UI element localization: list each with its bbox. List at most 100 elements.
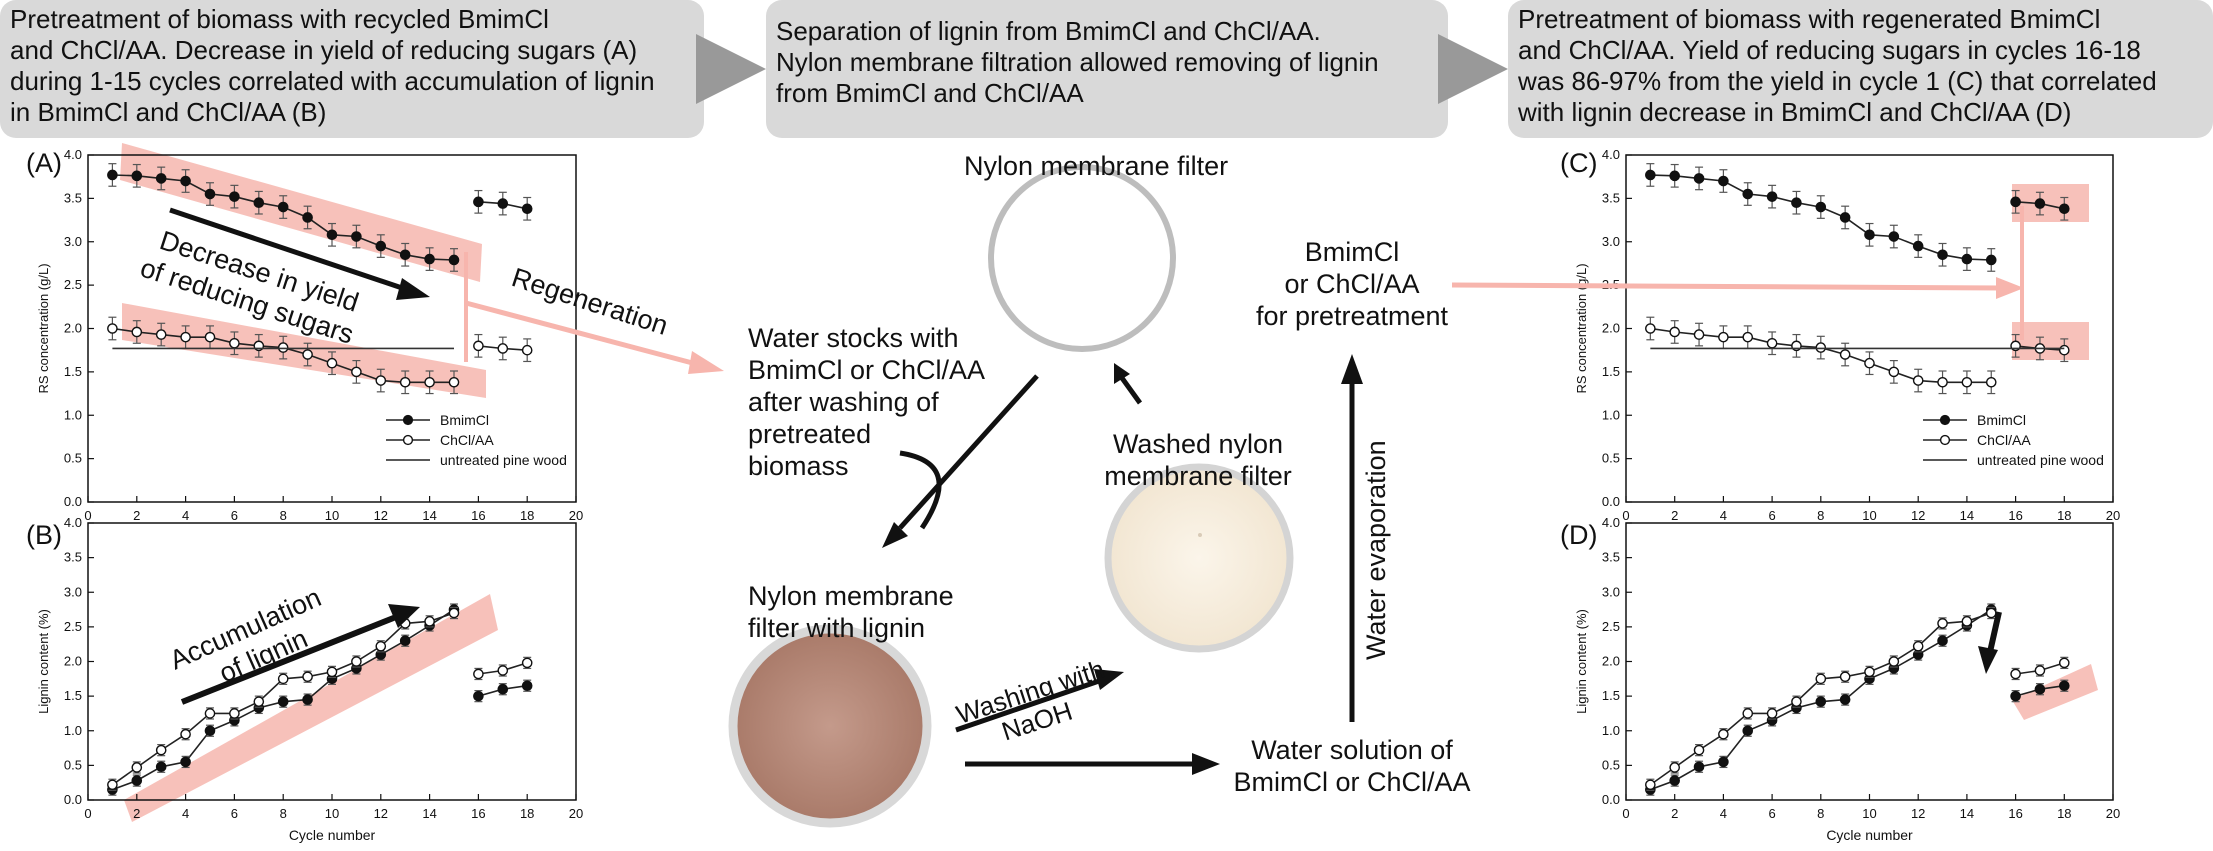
y-axis-label: RS concentration (g/L) xyxy=(1574,263,1589,393)
data-point-chcl-aa xyxy=(1742,331,1754,343)
x-tick-label: 16 xyxy=(471,806,485,821)
x-tick-label: 10 xyxy=(1862,806,1876,821)
x-tick-label: 18 xyxy=(2057,508,2071,523)
x-tick-label: 16 xyxy=(2008,508,2022,523)
box-line: Pretreatment of biomass with recycled Bm… xyxy=(10,4,549,34)
y-tick-label: 0.0 xyxy=(1602,494,1620,509)
data-point-bmimcl xyxy=(1864,229,1875,241)
y-tick-label: 2.5 xyxy=(64,277,82,292)
x-tick-label: 4 xyxy=(1720,806,1727,821)
data-point-chcl-aa xyxy=(1766,337,1778,349)
data-point-bmimcl xyxy=(180,175,191,187)
y-tick-label: 1.0 xyxy=(64,723,82,738)
data-point-bmimcl xyxy=(521,680,533,692)
bmimcl-pretreat-line: for pretreatment xyxy=(1255,301,1449,331)
x-tick-label: 20 xyxy=(569,806,583,821)
legend-marker xyxy=(402,414,414,426)
x-tick-label: 12 xyxy=(1911,508,1925,523)
data-point-chcl-aa xyxy=(1815,342,1827,353)
data-point-chcl-aa xyxy=(473,668,484,680)
plot-frame xyxy=(87,522,577,801)
data-point-chcl-aa xyxy=(180,728,191,740)
data-point-chcl-aa xyxy=(107,323,118,334)
x-tick-label: 18 xyxy=(2057,806,2071,821)
filter-lignin-line: Nylon membrane xyxy=(748,581,954,611)
data-point-bmimcl xyxy=(1791,197,1802,209)
data-point-chcl-aa xyxy=(1912,375,1924,386)
washed-filter-line: Washed nylon xyxy=(1112,429,1284,459)
highlight-c-chcl xyxy=(2012,322,2089,360)
data-point-bmimcl xyxy=(473,196,484,208)
box-line: from BmimCl and ChCl/AA xyxy=(776,78,1084,108)
data-point-bmimcl xyxy=(2034,683,2046,695)
data-point-bmimcl xyxy=(1961,253,1973,265)
data-point-bmimcl xyxy=(180,756,191,768)
data-point-chcl-aa xyxy=(253,696,265,707)
data-point-chcl-aa xyxy=(1864,357,1875,369)
legend-label: ChCl/AA xyxy=(1977,432,2031,448)
data-point-bmimcl xyxy=(375,240,387,252)
box-line: in BmimCl and ChCl/AA (B) xyxy=(10,97,327,127)
data-point-bmimcl xyxy=(1839,212,1851,223)
data-point-chcl-aa xyxy=(155,744,167,756)
panel-label-b: (B) xyxy=(26,520,62,550)
y-tick-label: 1.0 xyxy=(1602,407,1620,422)
water-stocks-label: Water stocks with BmimCl or ChCl/AA afte… xyxy=(748,322,985,482)
water-solution-label: Water solution of BmimCl or ChCl/AA xyxy=(1222,734,1482,798)
data-point-bmimcl xyxy=(131,170,143,182)
legend-label: BmimCl xyxy=(440,412,489,428)
data-point-bmimcl xyxy=(497,198,509,209)
data-point-chcl-aa xyxy=(204,708,216,719)
y-tick-label: 0.5 xyxy=(64,757,82,772)
x-tick-label: 12 xyxy=(1911,806,1925,821)
svg-text:Regeneration: Regeneration xyxy=(508,262,671,341)
data-point-bmimcl xyxy=(131,775,143,786)
data-point-bmimcl xyxy=(155,761,167,773)
data-point-chcl-aa xyxy=(302,671,313,683)
data-point-chcl-aa xyxy=(1985,376,1997,388)
y-tick-label: 3.5 xyxy=(1602,190,1620,205)
y-tick-label: 1.5 xyxy=(1602,364,1620,379)
y-tick-label: 1.0 xyxy=(1602,723,1620,738)
y-tick-label: 3.0 xyxy=(1602,584,1620,599)
data-point-bmimcl xyxy=(204,188,216,200)
data-point-chcl-aa xyxy=(155,329,167,340)
data-point-chcl-aa xyxy=(1985,607,1997,619)
data-point-bmimcl xyxy=(1815,696,1827,707)
water-stocks-line: biomass xyxy=(748,451,849,481)
box-line: Separation of lignin from BmimCl and ChC… xyxy=(776,16,1321,46)
data-point-chcl-aa xyxy=(2034,665,2046,676)
data-point-bmimcl xyxy=(155,173,167,184)
data-point-chcl-aa xyxy=(497,343,509,354)
washed-filter-label: Washed nylon membrane filter xyxy=(1068,428,1328,492)
x-tick-label: 16 xyxy=(471,508,485,523)
y-tick-label: 2.0 xyxy=(64,321,82,336)
y-tick-label: 2.0 xyxy=(1602,321,1620,336)
y-tick-label: 4.0 xyxy=(1602,515,1620,530)
data-point-bmimcl xyxy=(2010,690,2021,702)
data-point-chcl-aa xyxy=(375,640,387,652)
data-point-chcl-aa xyxy=(473,340,484,352)
data-point-chcl-aa xyxy=(1718,331,1729,343)
y-tick-label: 3.5 xyxy=(64,550,82,565)
x-tick-label: 12 xyxy=(374,508,388,523)
data-point-chcl-aa xyxy=(521,657,533,669)
data-point-chcl-aa xyxy=(1961,376,1973,388)
x-tick-label: 20 xyxy=(2106,508,2120,523)
box-line: Nylon membrane filtration allowed removi… xyxy=(776,47,1379,77)
data-point-chcl-aa xyxy=(1839,349,1851,360)
data-point-chcl-aa xyxy=(1961,616,1973,627)
data-point-bmimcl xyxy=(2058,203,2070,215)
data-point-chcl-aa xyxy=(1669,326,1680,338)
y-tick-label: 3.5 xyxy=(1602,550,1620,565)
data-point-bmimcl xyxy=(399,635,411,647)
x-axis-label: Cycle number xyxy=(289,827,376,843)
data-point-bmimcl xyxy=(1718,175,1729,187)
data-point-chcl-aa xyxy=(1669,762,1680,773)
data-point-bmimcl xyxy=(326,229,338,241)
y-tick-label: 3.0 xyxy=(64,584,82,599)
water-stocks-line: BmimCl or ChCl/AA xyxy=(748,355,986,385)
data-point-bmimcl xyxy=(1742,188,1754,200)
data-point-chcl-aa xyxy=(448,376,460,388)
